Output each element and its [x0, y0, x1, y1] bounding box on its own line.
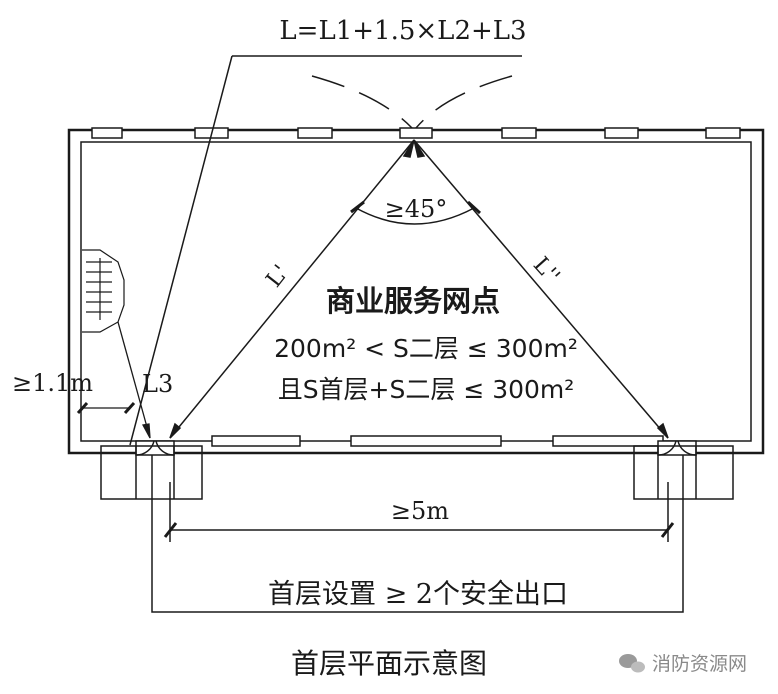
wechat-icon	[619, 654, 645, 673]
right-exit-door	[633, 440, 734, 500]
stair-distance-label: ≥1.1m	[12, 369, 93, 397]
exits-label: 首层设置 ≥ 2个安全出口	[268, 579, 568, 610]
room-title: 商业服务网点	[326, 284, 500, 318]
formula-label: L=L1+1.5×L2+L3	[279, 16, 526, 46]
condition-line1: 200m² < S二层 ≤ 300m²	[274, 334, 578, 363]
exit-spacing-dimension	[163, 482, 675, 542]
bottom-windows	[211, 435, 664, 447]
evacuation-routes	[169, 139, 669, 439]
exits-bracket	[151, 455, 684, 613]
formula-leader	[129, 55, 522, 446]
angle-label: ≥45°	[385, 195, 448, 223]
staircase	[82, 249, 125, 333]
condition-line2: 且S首层+S二层 ≤ 300m²	[278, 375, 575, 404]
angle-arc	[350, 200, 482, 225]
watermark-text: 消防资源网	[652, 653, 747, 675]
figure-caption: 首层平面示意图	[291, 647, 487, 680]
l3-route	[76, 321, 151, 439]
l-double-prime-label: L''	[528, 253, 564, 290]
l-prime-label: L'	[262, 261, 294, 293]
watermark: 消防资源网	[619, 653, 747, 675]
exit-spacing-label: ≥5m	[391, 497, 449, 525]
l3-label: L3	[142, 370, 173, 398]
door-swing-dashes	[311, 75, 513, 129]
left-exit-door	[100, 440, 203, 500]
